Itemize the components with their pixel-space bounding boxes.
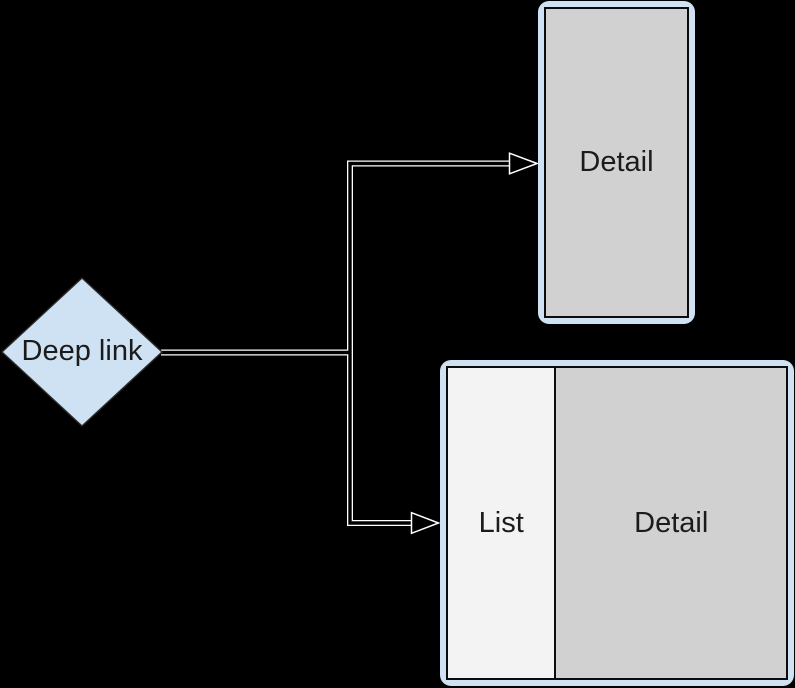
- phone-screen: Detail: [544, 7, 689, 318]
- tablet-screen: List Detail: [446, 366, 788, 680]
- tablet-detail-label: Detail: [634, 506, 709, 539]
- connector-core: [161, 161, 510, 525]
- tablet-frame: List Detail: [440, 360, 794, 686]
- arrowhead-to-tablet: [410, 511, 441, 535]
- list-label: List: [478, 506, 524, 539]
- detail-pane: Detail: [556, 368, 786, 678]
- phone-detail-label: Detail: [579, 146, 654, 178]
- connector-branch-core: [348, 161, 510, 525]
- deep-link-node: [0, 277, 164, 427]
- deep-link-label: Deep link: [21, 335, 143, 368]
- phone-frame: Detail: [538, 1, 695, 324]
- list-pane: List: [448, 368, 557, 678]
- arrowhead-to-phone: [508, 152, 540, 175]
